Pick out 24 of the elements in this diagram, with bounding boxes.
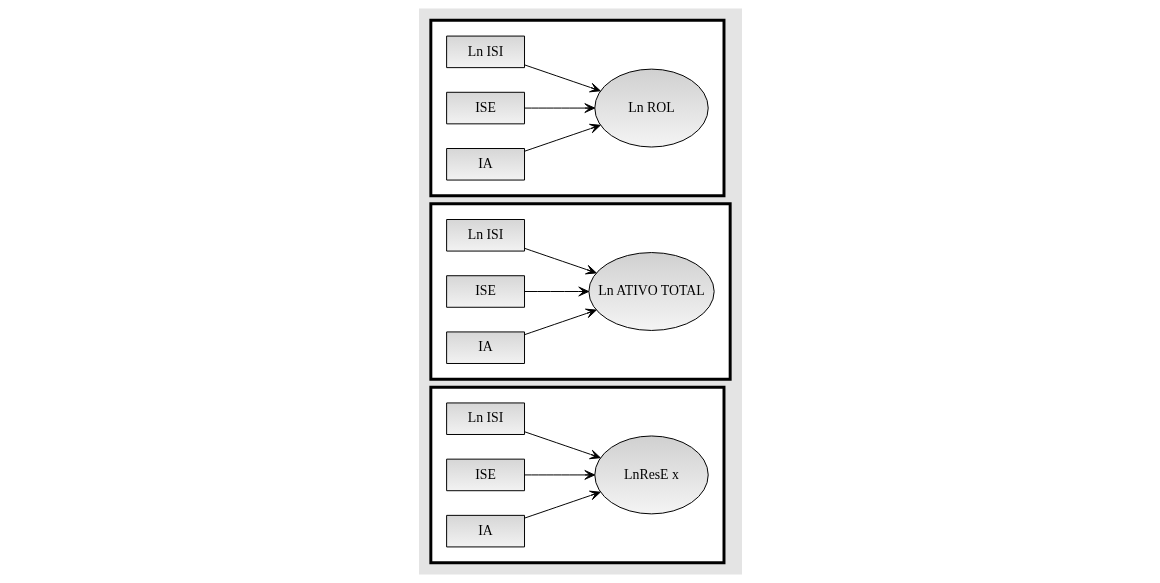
node-ellipse: Ln ATIVO TOTAL (587, 252, 715, 331)
arrow (523, 123, 601, 152)
node-box: Ln ISI (445, 35, 525, 69)
cluster (428, 18, 725, 198)
node-ellipse: Ln ROL (593, 68, 709, 148)
node-box: Ln ISI (445, 219, 525, 252)
arrow (523, 103, 595, 113)
node-box: ISE (445, 91, 525, 125)
arrow (523, 247, 597, 275)
node-box: Ln ISI (445, 402, 525, 435)
arrow (523, 490, 601, 519)
arrow (523, 470, 595, 480)
arrow (523, 308, 597, 336)
arrow (523, 431, 601, 460)
node-ellipse: LnResE x (593, 435, 709, 515)
cluster (428, 385, 725, 565)
node-box: IA (445, 514, 525, 548)
node-box: ISE (445, 275, 525, 308)
node-box: IA (445, 148, 525, 181)
node-box: ISE (445, 458, 525, 492)
node-box: IA (445, 331, 525, 364)
arrow (523, 286, 589, 297)
arrow (523, 64, 601, 93)
cluster (428, 202, 732, 381)
